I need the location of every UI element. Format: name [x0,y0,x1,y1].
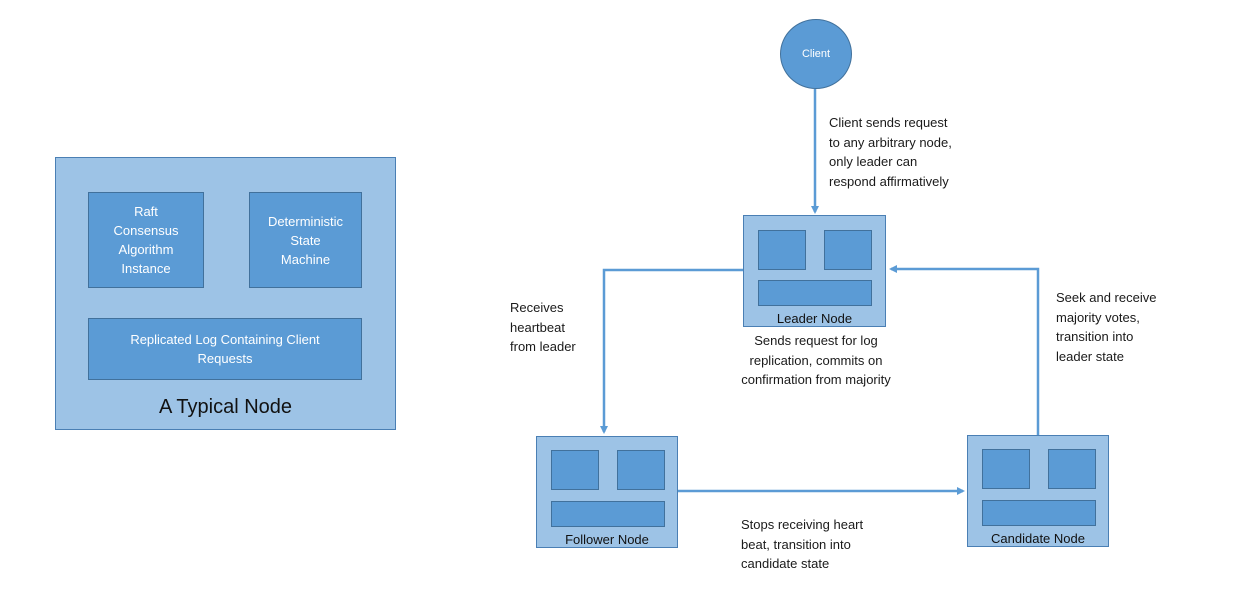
state-machine-label: Deterministic State Machine [267,213,344,267]
majority-votes-annotation: Seek and receive majority votes, transit… [1056,290,1157,364]
candidate-slot-bottom [982,500,1096,526]
leader-slot-left [758,230,806,270]
arrow-leader-to-follower [600,268,743,434]
client-node: Client [780,19,852,89]
follower-slot-left [551,450,599,490]
heartbeat-annotation: Receives heartbeat from leader [510,300,576,354]
candidate-slot-right [1048,449,1096,489]
log-replication-annotation: Sends request for log replication, commi… [741,333,891,387]
follower-slot-bottom [551,501,665,527]
typical-node-panel: Raft Consensus Algorithm Instance Determ… [55,157,396,430]
leader-node: Leader Node [743,215,886,327]
client-request-annotation: Client sends request to any arbitrary no… [829,115,952,189]
follower-slot-right [617,450,665,490]
candidate-slot-left [982,449,1030,489]
leader-slot-right [824,230,872,270]
stops-heartbeat-annotation: Stops receiving heart beat, transition i… [741,517,864,571]
state-machine-box: Deterministic State Machine [249,192,362,288]
follower-node: Follower Node [536,436,678,548]
leader-node-label: Leader Node [776,311,853,326]
replicated-log-label: Replicated Log Containing Client Request… [130,332,320,366]
raft-consensus-label: Raft Consensus Algorithm Instance [113,204,179,276]
follower-node-label: Follower Node [565,532,649,547]
raft-consensus-box: Raft Consensus Algorithm Instance [88,192,204,288]
arrow-candidate-to-leader [889,265,1040,435]
candidate-node: Candidate Node [967,435,1109,547]
client-label: Client [801,48,831,60]
typical-node-title: A Typical Node [158,396,293,418]
leader-slot-bottom [758,280,872,306]
replicated-log-box: Replicated Log Containing Client Request… [88,318,362,380]
candidate-node-label: Candidate Node [991,531,1085,546]
